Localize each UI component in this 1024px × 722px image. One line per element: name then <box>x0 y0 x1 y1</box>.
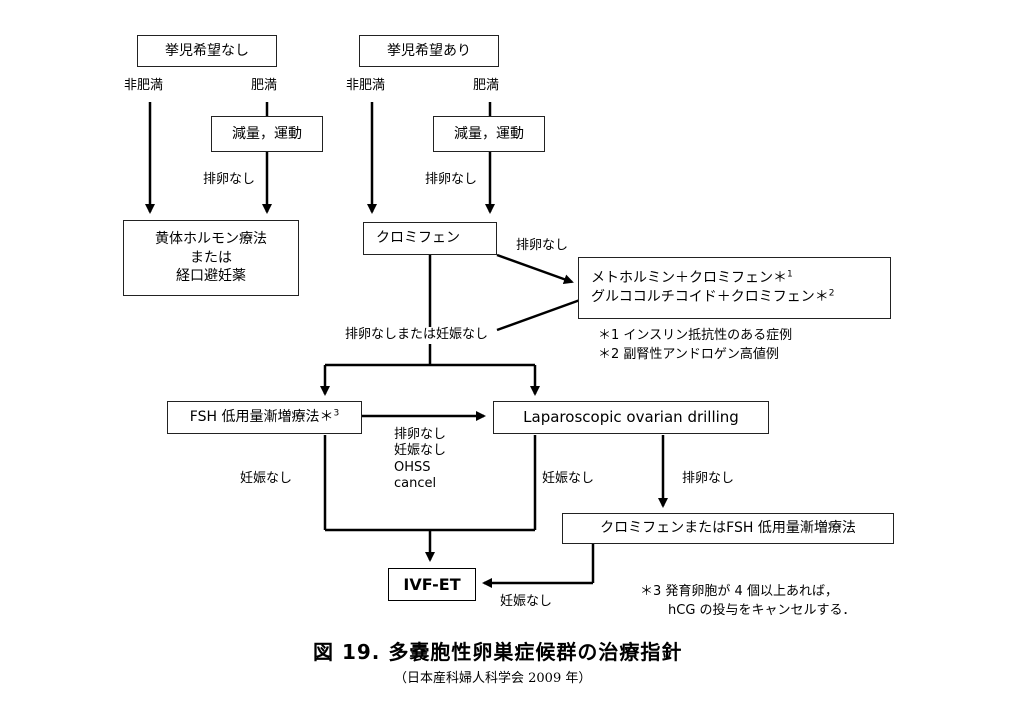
note-1: ＊1 インスリン抵抗性のある症例 <box>598 328 793 343</box>
label-left-no-ovulation: 排卵なし <box>203 172 256 187</box>
box-left-diet: 減量，運動 <box>211 116 323 152</box>
label-no-pregnancy-left: 妊娠なし <box>240 471 293 486</box>
mid-label-2: 妊娠なし <box>394 443 447 459</box>
label-no-ovulation-or-pregnancy: 排卵なしまたは妊娠なし <box>345 327 489 344</box>
mid-label-1: 排卵なし <box>394 427 447 442</box>
box-combo-therapy: メトホルミン＋クロミフェン＊1 グルココルチコイド＋クロミフェン＊2 <box>578 257 891 319</box>
note-3-line-1: ＊3 発育卵胞が 4 個以上あれば， <box>640 584 838 599</box>
note-3-line-2: hCG の投与をキャンセルする． <box>668 603 856 618</box>
label-no-ovulation-right: 排卵なし <box>682 471 735 486</box>
label-right-non-obese: 非肥満 <box>346 78 386 93</box>
label-mid-stack: 排卵なし 妊娠なし OHSS cancel <box>394 427 446 492</box>
figure-source: （日本産科婦人科学会 2009 年） <box>394 671 592 686</box>
label-no-pregnancy-bottom: 妊娠なし <box>500 594 553 609</box>
hormone-line-2: または <box>190 249 232 266</box>
arrow-clomi-combo <box>496 253 574 284</box>
label-left-non-obese: 非肥満 <box>124 78 164 93</box>
combo-line-2: グルココルチコイド＋クロミフェン＊2 <box>591 288 835 305</box>
box-lod: Laparoscopic ovarian drilling <box>493 401 769 434</box>
line-combo-return <box>496 298 581 332</box>
combo-line-1: メトホルミン＋クロミフェン＊1 <box>591 269 793 287</box>
label-no-pregnancy-mid: 妊娠なし <box>542 471 595 486</box>
label-right-obese: 肥満 <box>473 78 500 93</box>
box-clomiphene: クロミフェン <box>363 222 497 255</box>
hormone-line-1: 黄体ホルモン療法 <box>155 230 267 247</box>
box-fsh: FSH 低用量漸増療法＊3 <box>167 401 362 434</box>
box-no-desire: 挙児希望なし <box>137 35 277 67</box>
box-hormone-therapy: 黄体ホルモン療法 または 経口避妊薬 <box>123 220 299 296</box>
label-left-obese: 肥満 <box>251 78 278 93</box>
note-2: ＊2 副腎性アンドロゲン高値例 <box>598 347 779 362</box>
mid-label-4: cancel <box>394 475 437 491</box>
mid-label-3: OHSS <box>394 459 431 475</box>
figure-caption: 図 19. 多嚢胞性卵巣症候群の治療指針 <box>313 640 683 664</box>
hormone-line-3: 経口避妊薬 <box>176 268 246 285</box>
label-clomi-no-ovulation: 排卵なし <box>516 238 569 253</box>
label-right-no-ovulation: 排卵なし <box>425 172 478 187</box>
box-ivf-et: IVF-ET <box>388 568 476 601</box>
box-clomi-or-fsh: クロミフェンまたはFSH 低用量漸増療法 <box>562 513 894 544</box>
box-desire: 挙児希望あり <box>359 35 499 67</box>
box-right-diet: 減量，運動 <box>433 116 545 152</box>
